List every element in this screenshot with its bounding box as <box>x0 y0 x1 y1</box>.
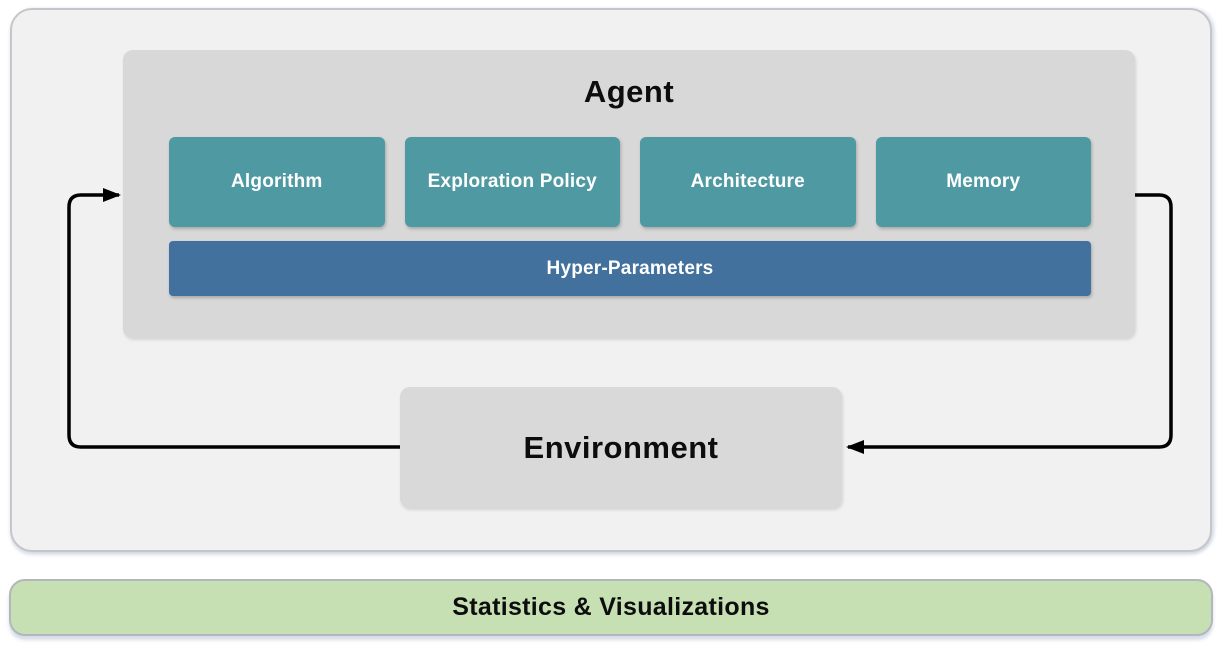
memory-label: Memory <box>946 171 1021 192</box>
memory-box: Memory <box>875 137 1091 227</box>
algorithm-label: Algorithm <box>230 171 323 192</box>
algorithm-box: Algorithm <box>169 137 385 227</box>
statistics-visualizations-bar: Statistics & Visualizations <box>9 579 1213 636</box>
agent-title: Agent <box>583 74 675 109</box>
architecture-box: Architecture <box>640 137 856 227</box>
architecture-label: Architecture <box>690 171 805 192</box>
environment-box: Environment <box>400 387 842 508</box>
statistics-visualizations-label: Statistics & Visualizations <box>452 593 770 621</box>
exploration-policy-label: Exploration Policy <box>427 171 597 192</box>
exploration-policy-box: Exploration Policy <box>404 137 620 227</box>
agent-components-row: Algorithm Exploration Policy Architectur… <box>169 137 1091 227</box>
hyper-parameters-label: Hyper-Parameters <box>546 257 714 279</box>
environment-title: Environment <box>523 429 719 465</box>
hyper-parameters-bar: Hyper-Parameters <box>169 241 1091 296</box>
